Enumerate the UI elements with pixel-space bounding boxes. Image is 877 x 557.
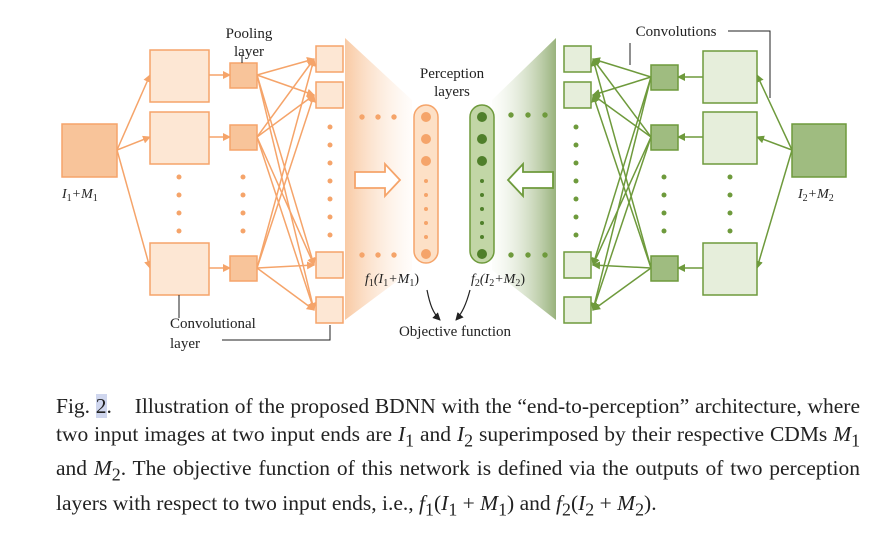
f1-label: f1(I1+M1) <box>365 272 419 289</box>
left-fc-node <box>315 296 344 324</box>
input-left-label: I1+M1 <box>61 187 98 204</box>
right-fc-node <box>563 81 592 109</box>
right-conv-map <box>702 242 758 296</box>
right-fc-node <box>563 251 592 279</box>
caption-prefix: Fig. <box>56 394 91 418</box>
right-fan-line <box>592 58 652 138</box>
left-input-image <box>61 123 118 178</box>
left-pool-map <box>229 62 258 89</box>
right-fc-node <box>563 45 592 73</box>
right-fan-line <box>592 261 652 270</box>
caption-end: . <box>651 490 657 515</box>
caption-text-3: . The objective function of this network… <box>56 456 861 515</box>
left-fan-line <box>256 94 316 269</box>
left-fan-line <box>256 94 315 138</box>
right-perception-layer <box>469 104 495 264</box>
right-fc-node <box>563 296 592 324</box>
left-conv-map <box>149 49 210 103</box>
right-fan-line <box>592 136 652 266</box>
left-pool-map <box>229 124 258 151</box>
left-fc-node <box>315 45 344 73</box>
caption-and: and <box>519 490 551 515</box>
left-fan-line <box>256 261 315 270</box>
caption-text-1: Illustration of the proposed BDNN with t… <box>56 394 861 446</box>
right-conv-map <box>702 111 758 165</box>
caption-number: 2 <box>95 394 107 418</box>
right-perception-neurons <box>477 112 487 259</box>
caption-and: and <box>420 422 452 446</box>
right-input-image <box>791 123 847 178</box>
right-hollow-arrow <box>506 161 554 199</box>
f2-label: f2(I2+M2) <box>471 272 525 289</box>
convolutions-label: Convolutions <box>636 24 717 40</box>
left-branch <box>116 57 317 311</box>
left-conv-map <box>149 111 210 165</box>
left-fc-node <box>315 251 344 279</box>
caption-sub: 2 <box>464 430 474 451</box>
left-fan-line <box>256 74 316 266</box>
caption-sub: 2 <box>111 464 121 485</box>
left-fan-line <box>256 58 317 269</box>
caption-var-i2: I <box>456 422 465 446</box>
left-perception-layer <box>413 104 439 264</box>
left-ellipsis-dots <box>176 114 397 258</box>
caption-var-m1: M <box>833 422 852 446</box>
right-pool-map <box>650 124 679 151</box>
right-fan-line <box>592 94 652 138</box>
caption-text-2: superimposed by their respective CDMs <box>478 422 828 446</box>
right-pool-map <box>650 64 679 91</box>
right-fan-line <box>591 94 652 269</box>
left-fan-line <box>256 267 315 311</box>
caption-sub: 1 <box>851 430 861 451</box>
left-fan-line <box>256 74 317 311</box>
caption-f2-expr: f <box>556 490 562 515</box>
right-branch <box>590 57 793 311</box>
right-fan-line <box>591 76 652 266</box>
caption-var-m2: M <box>93 456 112 481</box>
left-hollow-arrow <box>354 161 402 199</box>
right-fc-column <box>563 45 592 324</box>
left-fan-line <box>256 57 315 76</box>
caption-f1-expr: f <box>419 490 426 515</box>
input-right-label: I2+M2 <box>797 187 834 204</box>
caption-var-i1: I <box>398 422 406 446</box>
left-perception-neurons <box>421 112 431 259</box>
objective-function-label: Objective function <box>399 324 512 340</box>
callout-lines <box>178 30 771 341</box>
objective-arrow-right <box>455 289 471 321</box>
right-fan-line <box>591 58 652 269</box>
objective-arrow-left <box>426 289 441 321</box>
caption-sub: 1 <box>405 430 415 451</box>
left-fc-column <box>315 45 344 324</box>
caption-and: and <box>56 456 88 481</box>
right-ellipsis-dots <box>508 112 733 258</box>
right-fan-line <box>591 136 652 311</box>
figure-caption: Fig. 2. Illustration of the proposed BDN… <box>56 394 861 519</box>
right-fan-line <box>592 57 652 78</box>
right-conv-map <box>702 50 758 104</box>
right-fan-line <box>592 267 652 311</box>
left-fan-line <box>256 58 315 138</box>
left-conv-map <box>149 242 210 296</box>
left-fan-line <box>256 136 315 266</box>
right-fan-line <box>590 76 652 311</box>
left-fc-node <box>315 81 344 109</box>
left-fan-line <box>256 136 316 311</box>
right-pool-map <box>650 255 679 282</box>
left-pool-map <box>229 255 258 282</box>
